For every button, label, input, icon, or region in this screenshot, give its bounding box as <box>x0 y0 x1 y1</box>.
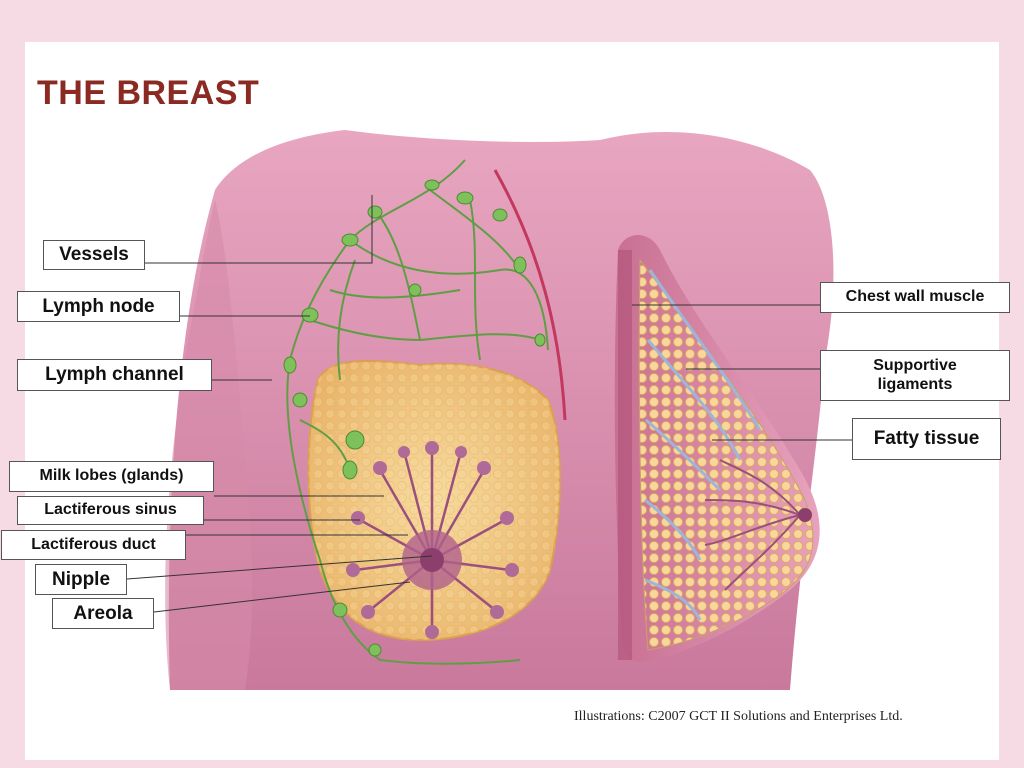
side-nipple <box>798 508 812 522</box>
gland-clusters <box>346 441 519 639</box>
page-title: THE BREAST <box>37 74 260 112</box>
lymph-network <box>286 159 549 665</box>
label-chest-wall-muscle: Chest wall muscle <box>820 282 1010 313</box>
label-lactiferous-sinus: Lactiferous sinus <box>17 496 204 525</box>
label-lymph-node: Lymph node <box>17 291 180 322</box>
side-fatty-tissue <box>638 258 814 651</box>
illustration-credit: Illustrations: C2007 GCT II Solutions an… <box>574 709 903 724</box>
label-areola: Areola <box>52 598 154 629</box>
lymph-nodes <box>283 179 546 657</box>
side-ligaments <box>644 269 762 621</box>
side-milk-lobes <box>704 459 801 591</box>
side-chest-wall <box>618 250 632 660</box>
leader-lines <box>126 195 852 613</box>
label-vessels: Vessels <box>43 240 145 270</box>
label-fatty-tissue: Fatty tissue <box>852 418 1001 460</box>
vessel <box>493 169 567 421</box>
label-supportive-ligaments: Supportive ligaments <box>820 350 1010 401</box>
label-lactiferous-duct: Lactiferous duct <box>1 530 186 560</box>
label-lymph-channel: Lymph channel <box>17 359 212 391</box>
nipple-shape <box>420 548 444 572</box>
label-milk-lobes: Milk lobes (glands) <box>9 461 214 492</box>
label-nipple: Nipple <box>35 564 127 595</box>
